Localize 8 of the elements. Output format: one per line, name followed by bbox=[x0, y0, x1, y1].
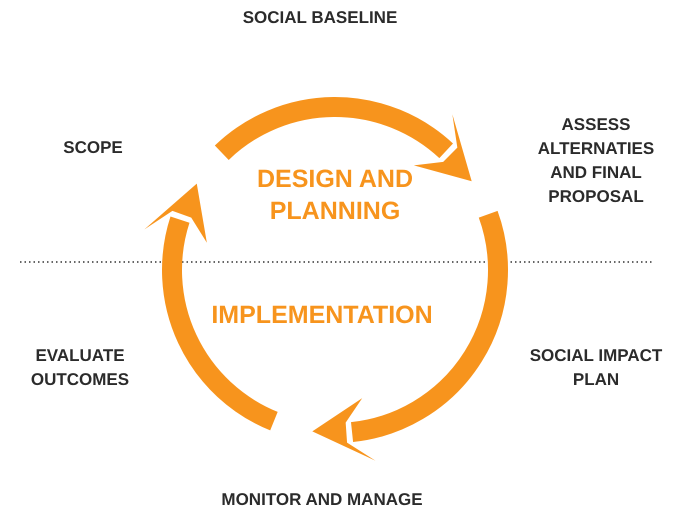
step-label: EVALUATE OUTCOMES bbox=[30, 345, 130, 391]
step-label: SOCIAL IMPACT PLAN bbox=[528, 345, 664, 391]
step-label: ASSESS ALTERNATIES AND FINAL PROPOSAL bbox=[536, 114, 656, 208]
step-label: SCOPE bbox=[62, 137, 124, 159]
step-label: MONITOR AND MANAGE bbox=[220, 489, 424, 511]
step-label: SOCIAL BASELINE bbox=[242, 7, 398, 29]
phase-label: DESIGN AND PLANNING bbox=[256, 164, 414, 227]
phase-label: IMPLEMENTATION bbox=[210, 300, 434, 331]
